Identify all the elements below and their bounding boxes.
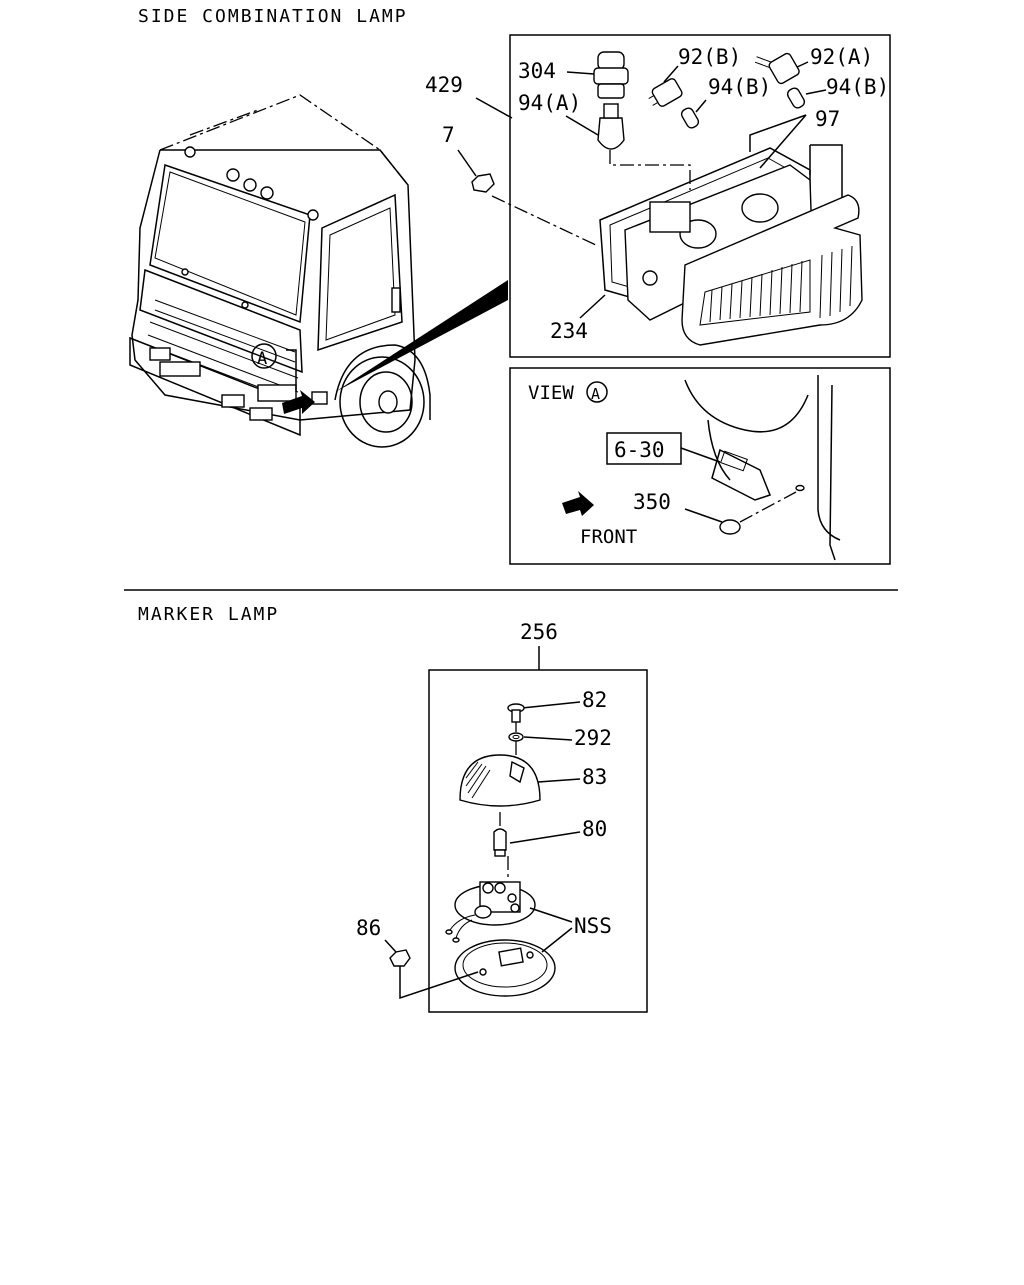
- marker-lamp-title: MARKER LAMP: [138, 604, 279, 625]
- projection-wedge: [335, 280, 508, 392]
- roof-outline: [159, 94, 409, 186]
- lamp-base-plate: [454, 939, 556, 997]
- part-92a-socket: [754, 52, 800, 85]
- label-630: 6-30: [614, 438, 665, 462]
- label-94b-1: 94(B): [708, 75, 771, 99]
- part-80-bulb: [493, 828, 507, 851]
- label-304: 304: [518, 59, 556, 83]
- headlamp-right: [257, 384, 297, 402]
- label-94b-2: 94(B): [826, 75, 889, 99]
- door-handle: [391, 287, 401, 313]
- part-7-nut: [471, 173, 495, 193]
- label-83: 83: [582, 765, 607, 789]
- label-292: 292: [574, 726, 612, 750]
- label-7: 7: [442, 123, 455, 147]
- view-label: VIEW: [528, 382, 574, 404]
- view-a-letter: A: [591, 385, 600, 403]
- label-256: 256: [520, 620, 558, 644]
- label-80: 80: [582, 817, 607, 841]
- wheel-arch: [334, 344, 431, 420]
- view-a-detail: VIEW A 6-30 350 FRONT: [509, 367, 891, 565]
- detail-box: [509, 34, 891, 358]
- front-label: FRONT: [580, 526, 637, 548]
- headlamp-left: [159, 361, 201, 377]
- part-304-socket: [593, 51, 629, 99]
- label-86: 86: [356, 916, 381, 940]
- part-92b-socket: [648, 78, 683, 107]
- roof-lamp-4: [260, 186, 274, 200]
- lamp-mount-recess: [711, 448, 771, 501]
- marker-lamp-box: [428, 669, 648, 1013]
- part-86-nut: [389, 949, 411, 967]
- panel-edge: [684, 379, 809, 433]
- label-nss: NSS: [574, 914, 612, 938]
- front-bumper: [129, 336, 301, 437]
- label-429: 429: [425, 73, 463, 97]
- side-combination-lamp-title: SIDE COMBINATION LAMP: [138, 6, 408, 27]
- part-94b-bulb-2: [786, 87, 806, 109]
- grille-upper: [139, 268, 303, 374]
- label-92b-1: 92(B): [678, 45, 741, 69]
- side-window: [317, 193, 403, 352]
- part-82-screw: [507, 703, 525, 723]
- part-94a-bulb: [597, 103, 625, 150]
- view-a-box: [509, 367, 891, 565]
- callout-a-circle: [251, 343, 277, 369]
- part-94b-bulb-1: [680, 107, 700, 129]
- label-92a: 92(A): [810, 45, 873, 69]
- side-lamp-on-cab: [311, 391, 328, 405]
- part-292-washer: [508, 732, 524, 742]
- roof-lamp-1: [184, 146, 196, 158]
- front-arrow: [562, 491, 594, 516]
- truck-cab-illustration: A: [129, 94, 508, 448]
- roof-lamp-5: [307, 209, 319, 221]
- label-94a: 94(A): [518, 91, 581, 115]
- view-a-arrow: [282, 390, 315, 414]
- windshield: [149, 163, 311, 324]
- callout-a-letter: A: [257, 349, 267, 369]
- label-97: 97: [815, 107, 840, 131]
- label-234: 234: [550, 319, 588, 343]
- lamp-base-housing: [445, 881, 536, 943]
- view-a-circle: [586, 381, 608, 403]
- part-350-grommet: [719, 519, 741, 535]
- part-83-lens-dome: [459, 754, 541, 807]
- cab-body-outline: [160, 149, 416, 421]
- roof-lamp-2: [226, 168, 240, 182]
- lens-ribs: [709, 245, 853, 323]
- roof-lamp-3: [243, 178, 257, 192]
- label-82: 82: [582, 688, 607, 712]
- front-wheel: [339, 356, 425, 448]
- side-combination-lamp-detail: 429 304 94(A) 92(B) 94(B) 92(: [425, 34, 891, 358]
- label-350: 350: [633, 490, 671, 514]
- marker-lamp-detail: 256 82 292 83 80: [356, 620, 648, 1013]
